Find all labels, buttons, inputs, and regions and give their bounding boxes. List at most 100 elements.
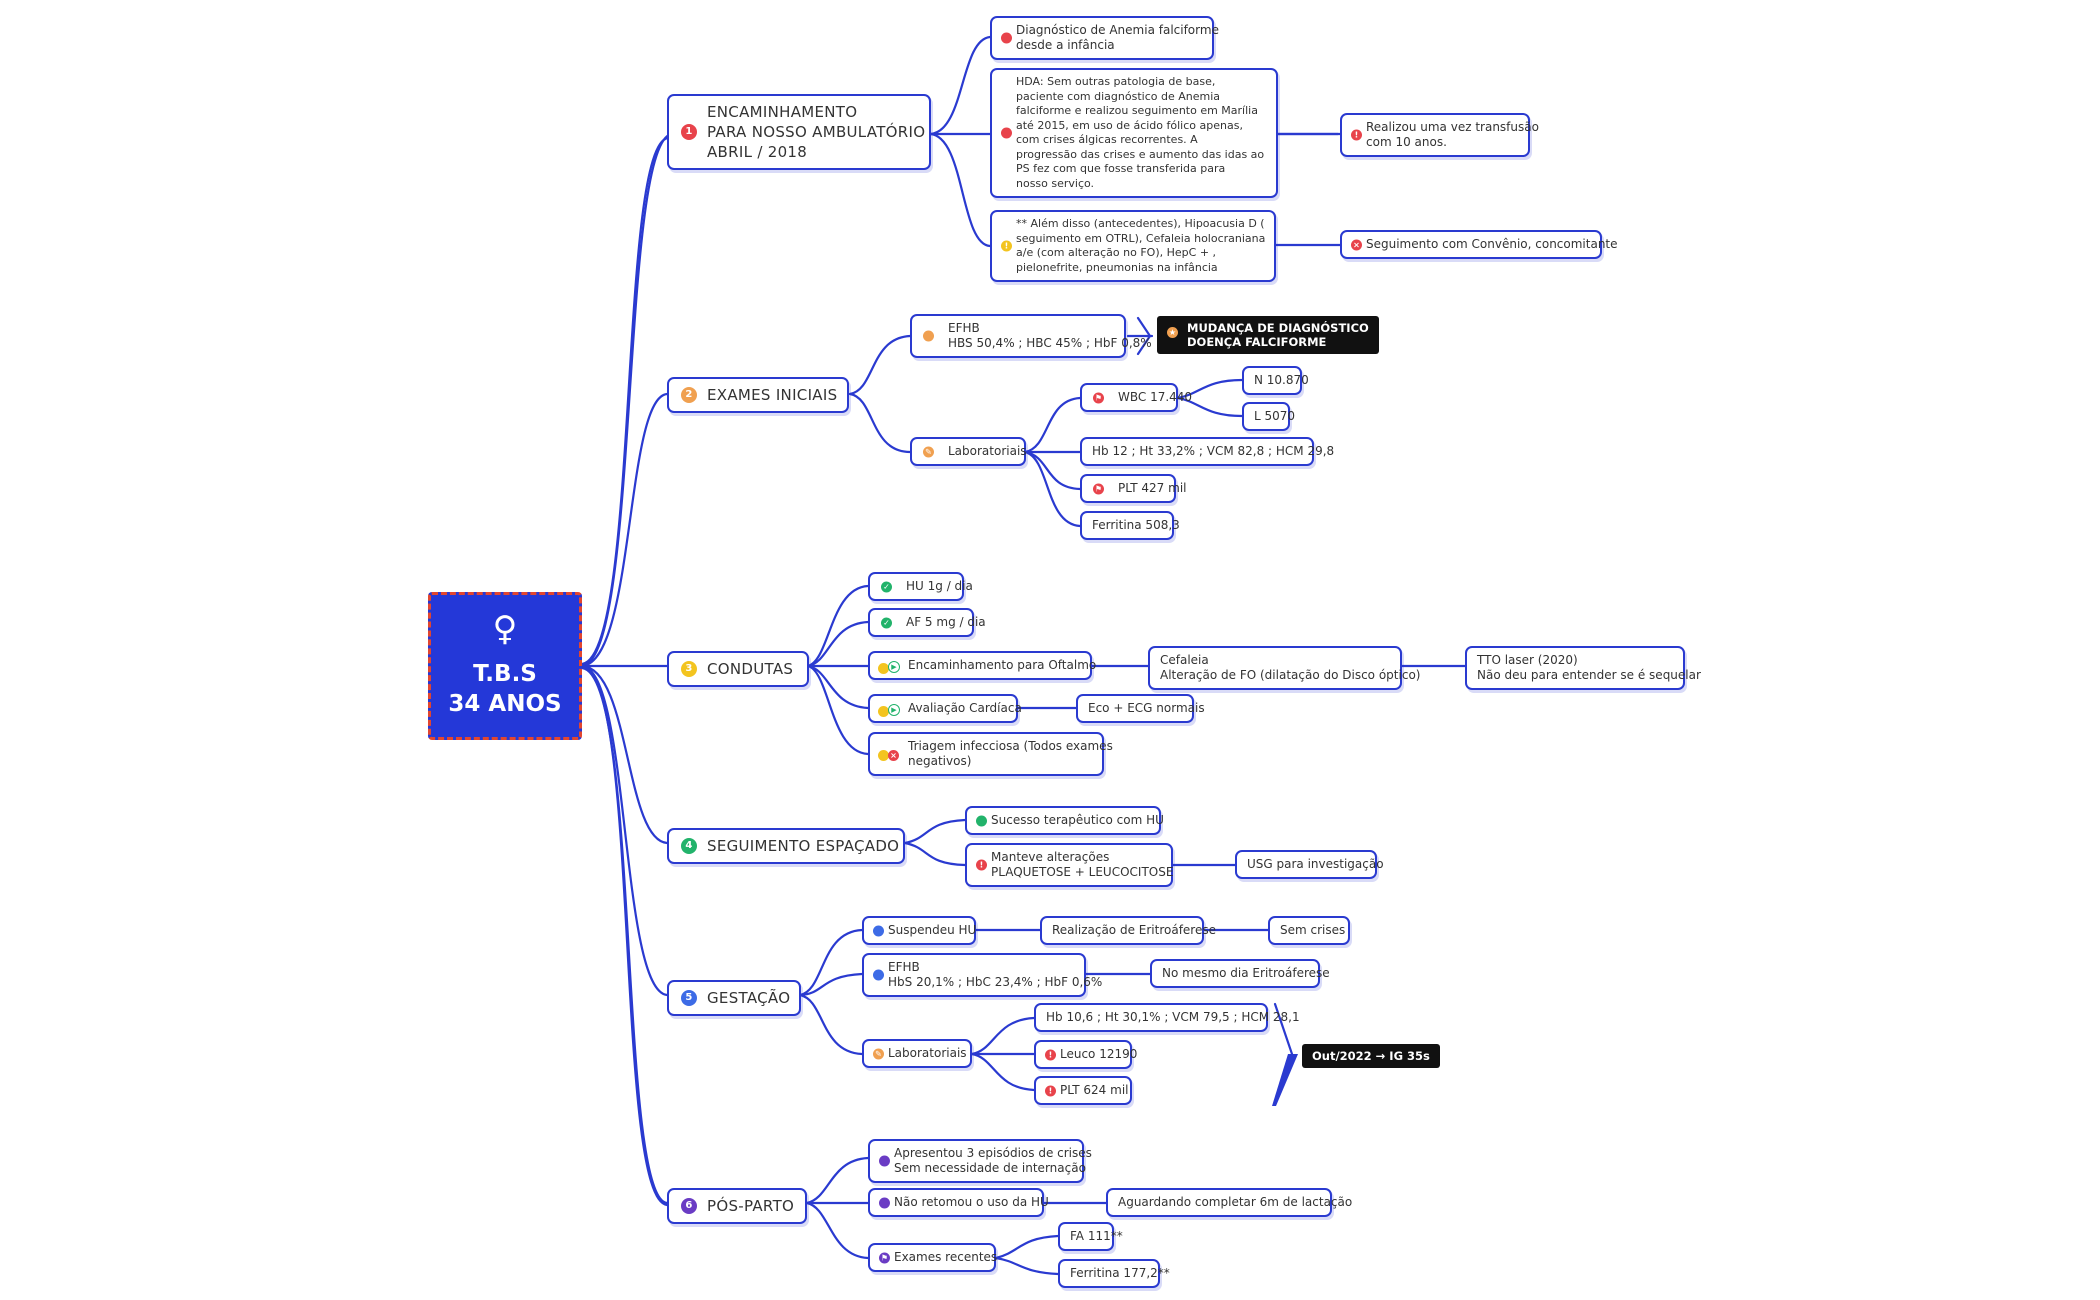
number-badge: 1	[681, 124, 697, 140]
node-eritroaferese[interactable]: Realização de Eritroáferese	[1040, 916, 1216, 945]
check-icon: ✓	[881, 617, 892, 628]
node-diagnostico[interactable]: Diagnóstico de Anemia falciforme desde a…	[990, 16, 1219, 60]
node-transfusao[interactable]: ! Realizou uma vez transfusão com 10 ano…	[1340, 113, 1539, 157]
node-text: Não retomou o uso da HU	[894, 1195, 1049, 1209]
central-topic[interactable]: ♀ T.B.S 34 ANOS	[428, 592, 582, 740]
node-text: Seguimento com Convênio, concomitante	[1366, 237, 1618, 251]
node-linfocitos[interactable]: L 5070	[1242, 402, 1296, 431]
number-badge: 4	[681, 838, 697, 854]
node-triagem-infecciosa[interactable]: × Triagem infecciosa (Todos exames negat…	[868, 732, 1113, 776]
pencil-icon: ✎	[873, 1048, 884, 1059]
node-avaliacao-cardiaca[interactable]: ▶ Avaliação Cardíaca	[868, 694, 1022, 723]
label-text: MUDANÇA DE DIAGNÓSTICO	[1187, 321, 1369, 335]
star-icon: ★	[1167, 327, 1178, 338]
node-text: EFHB	[888, 960, 920, 974]
branch-exames-iniciais[interactable]: 2 EXAMES INICIAIS	[667, 377, 849, 413]
node-ferritina-inicial[interactable]: Ferritina 508,3	[1080, 511, 1180, 540]
node-text: HU 1g / dia	[906, 579, 973, 593]
number-badge: 5	[681, 990, 697, 1006]
node-hemograma-inicial[interactable]: Hb 12 ; Ht 33,2% ; VCM 82,8 ; HCM 29,8	[1080, 437, 1335, 466]
node-convenio[interactable]: × Seguimento com Convênio, concomitante	[1340, 230, 1618, 259]
branch-title-line: PARA NOSSO AMBULATÓRIO	[707, 123, 926, 141]
central-topic-age: 34 ANOS	[448, 691, 562, 717]
node-text: TTO laser (2020)	[1477, 653, 1578, 667]
node-text: Exames recentes	[894, 1250, 998, 1264]
node-laboratoriais-inicial[interactable]: ✎ Laboratoriais	[910, 437, 1027, 466]
node-text: Suspendeu HU	[888, 923, 977, 937]
node-text: com 10 anos.	[1366, 135, 1447, 149]
purple-dot-icon	[879, 1197, 890, 1208]
node-ferritina-recente[interactable]: Ferritina 177,2**	[1058, 1259, 1170, 1288]
node-text: HDA: Sem outras patologia de base,	[1016, 75, 1216, 88]
node-hda[interactable]: HDA: Sem outras patologia de base, pacie…	[990, 68, 1278, 198]
branch-pos-parto[interactable]: 6 PÓS-PARTO	[667, 1188, 807, 1224]
branch-condutas[interactable]: 3 CONDUTAS	[667, 651, 809, 687]
node-suspendeu-hu[interactable]: Suspendeu HU	[862, 916, 976, 945]
node-cefaleia-fo[interactable]: Cefaleia Alteração de FO (dilatação do D…	[1148, 646, 1420, 690]
node-episodios-crises[interactable]: Apresentou 3 episódios de crises Sem nec…	[868, 1139, 1092, 1183]
green-dot-icon	[976, 815, 987, 826]
node-text: N 10.870	[1254, 373, 1309, 387]
node-plt-gestacao[interactable]: ! PLT 624 mil	[1034, 1076, 1132, 1105]
node-text: progressão das crises e aumento das idas…	[1016, 147, 1265, 161]
node-efhb-gestacao[interactable]: EFHB HbS 20,1% ; HbC 23,4% ; HbF 0,6%	[862, 953, 1103, 997]
node-text: PLAQUETOSE + LEUCOCITOSE	[991, 865, 1174, 879]
node-text: Ferritina 177,2**	[1070, 1266, 1170, 1280]
node-fa[interactable]: FA 111**	[1058, 1222, 1123, 1251]
node-exames-recentes[interactable]: ⚑ Exames recentes	[868, 1243, 998, 1272]
node-hu-dose[interactable]: ✓ HU 1g / dia	[868, 572, 973, 601]
node-manteve-alteracoes[interactable]: ! Manteve alterações PLAQUETOSE + LEUCOC…	[965, 843, 1173, 887]
node-nao-retomou-hu[interactable]: Não retomou o uso da HU	[868, 1188, 1049, 1217]
branch-gestacao[interactable]: 5 GESTAÇÃO	[667, 980, 801, 1016]
node-text: AF 5 mg / dia	[906, 615, 986, 629]
node-af-dose[interactable]: ✓ AF 5 mg / dia	[868, 608, 986, 637]
node-text: Leuco 12190	[1060, 1047, 1138, 1061]
node-text: WBC 17.440	[1118, 390, 1193, 404]
node-text: L 5070	[1254, 409, 1296, 423]
node-sucesso-hu[interactable]: Sucesso terapêutico com HU	[965, 806, 1164, 835]
number-badge: 3	[681, 661, 697, 677]
node-antecedentes[interactable]: ! ** Além disso (antecedentes), Hipoacus…	[990, 210, 1276, 282]
node-laboratoriais-gestacao[interactable]: ✎ Laboratoriais	[862, 1039, 972, 1068]
branch-seguimento-espacado[interactable]: 4 SEGUIMENTO ESPAÇADO	[667, 828, 905, 864]
node-eco-ecg[interactable]: Eco + ECG normais	[1076, 694, 1205, 723]
node-text: paciente com diagnóstico de Anemia	[1016, 89, 1220, 103]
node-text: a/e (com alteração no FO), HepC + ,	[1016, 246, 1217, 259]
branch-title: SEGUIMENTO ESPAÇADO	[707, 837, 900, 855]
node-aguardando-lactacao[interactable]: Aguardando completar 6m de lactação	[1106, 1188, 1353, 1217]
node-sem-crises[interactable]: Sem crises	[1268, 916, 1350, 945]
blue-dot-icon	[873, 969, 884, 981]
node-text: Realizou uma vez transfusão	[1366, 120, 1539, 134]
yellow-dot-icon	[878, 750, 889, 761]
node-text: USG para investigação	[1247, 857, 1384, 871]
node-leuco-gestacao[interactable]: ! Leuco 12190	[1034, 1040, 1138, 1069]
node-efhb-inicial[interactable]: EFHB HBS 50,4% ; HBC 45% ; HbF 0,8%	[910, 314, 1152, 358]
node-text: Triagem infecciosa (Todos exames	[908, 739, 1113, 753]
node-text: HbS 20,1% ; HbC 23,4% ; HbF 0,6%	[888, 975, 1103, 989]
node-text: Realização de Eritroáferese	[1052, 923, 1216, 937]
node-oftalmo[interactable]: ▶ Encaminhamento para Oftalmo	[868, 651, 1096, 680]
branch-title-line: ENCAMINHAMENTO	[707, 103, 858, 121]
exclamation-icon: !	[1045, 1085, 1056, 1096]
node-text: HBS 50,4% ; HBC 45% ; HbF 0,8%	[948, 336, 1152, 350]
red-close-icon: ×	[1351, 239, 1362, 250]
node-text: Sem crises	[1280, 923, 1346, 937]
branch-title: GESTAÇÃO	[707, 989, 791, 1007]
play-icon: ▶	[888, 704, 900, 716]
node-usg[interactable]: USG para investigação	[1235, 850, 1384, 879]
node-tto-laser[interactable]: TTO laser (2020) Não deu para entender s…	[1465, 646, 1701, 690]
node-hemograma-gestacao[interactable]: Hb 10,6 ; Ht 30,1% ; VCM 79,5 ; HCM 28,1	[1034, 1003, 1300, 1032]
branch-encaminhamento[interactable]: 1 ENCAMINHAMENTO PARA NOSSO AMBULATÓRIO …	[667, 94, 931, 170]
node-mesmo-dia-eritroaferese[interactable]: No mesmo dia Eritroáferese	[1150, 959, 1330, 988]
node-wbc[interactable]: ⚑ WBC 17.440	[1080, 383, 1193, 412]
node-neutrofilos[interactable]: N 10.870	[1242, 366, 1309, 395]
female-symbol-icon: ♀	[492, 609, 518, 649]
node-plt-inicial[interactable]: ⚑ PLT 427 mil	[1080, 474, 1187, 503]
node-text: Diagnóstico de Anemia falciforme	[1016, 23, 1219, 37]
node-text: pielonefrite, pneumonias na infância	[1016, 260, 1218, 274]
node-text: Aguardando completar 6m de lactação	[1118, 1195, 1353, 1209]
node-text: Hb 12 ; Ht 33,2% ; VCM 82,8 ; HCM 29,8	[1092, 444, 1335, 458]
purple-dot-icon	[879, 1155, 890, 1167]
node-text: até 2015, em uso de ácido fólico apenas,	[1016, 118, 1243, 132]
